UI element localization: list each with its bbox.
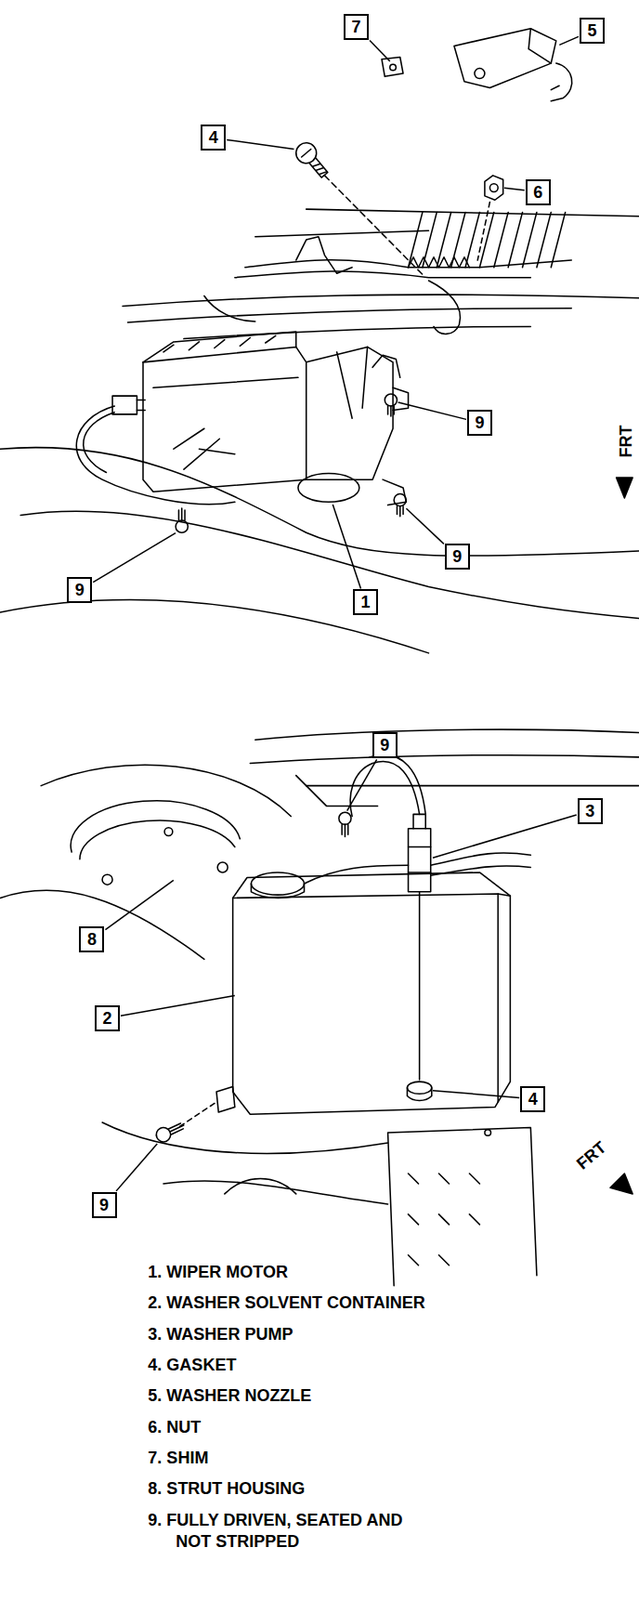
callout-number: 6 — [533, 182, 544, 202]
legend-entry: 9. FULLY DRIVEN, SEATED AND NOT STRIPPED — [147, 1509, 404, 1552]
callout-box: 1 — [352, 588, 379, 615]
callout-box: 4 — [200, 124, 226, 151]
leader-line — [120, 995, 235, 1017]
leader-line — [116, 1143, 157, 1191]
legend-entry: 5. WASHER NOZZLE — [147, 1384, 312, 1407]
callout-number: 5 — [586, 21, 598, 40]
callout-number: 9 — [379, 735, 391, 755]
callout-box: 5 — [579, 17, 605, 44]
callout-number: 9 — [474, 413, 485, 432]
legend-entry: 7. SHIM — [147, 1447, 209, 1469]
leader-line — [226, 139, 294, 149]
callout-number: 9 — [452, 547, 463, 566]
callout-box: 7 — [343, 13, 369, 40]
leader-line — [347, 758, 378, 810]
callout-number: 9 — [74, 580, 85, 600]
leader-line — [369, 40, 391, 62]
leader-line — [92, 533, 176, 583]
leader-line — [332, 504, 361, 589]
callout-box: 9 — [91, 1191, 118, 1218]
leader-line — [432, 1090, 520, 1098]
callout-number: 4 — [208, 128, 219, 147]
legend-entry: 6. NUT — [147, 1416, 201, 1438]
callout-number: 2 — [102, 1008, 113, 1028]
callout-number: 4 — [527, 1089, 538, 1109]
callout-number: 3 — [585, 801, 596, 821]
callout-box: 8 — [78, 925, 105, 952]
legend-entry: 4. GASKET — [147, 1354, 236, 1376]
callout-number: 1 — [360, 592, 371, 612]
callout-number: 8 — [86, 929, 97, 949]
leader-line — [504, 187, 525, 191]
callout-number: 9 — [99, 1195, 110, 1214]
callout-box: 3 — [577, 797, 603, 824]
front-indicator: FRT — [614, 422, 637, 459]
legend-entry: 3. WASHER PUMP — [147, 1323, 293, 1345]
callout-box: 6 — [525, 179, 551, 206]
leader-line — [398, 402, 467, 419]
front-indicator: FRT — [571, 1135, 613, 1176]
leader-line — [405, 508, 444, 544]
legend-entry: 2. WASHER SOLVENT CONTAINER — [147, 1291, 425, 1314]
leader-line — [559, 36, 579, 45]
callout-box: 9 — [467, 409, 493, 436]
leader-line — [432, 814, 577, 858]
leader-line — [104, 879, 173, 929]
legend-entry: 1. WIPER MOTOR — [147, 1261, 288, 1283]
callout-box: 4 — [520, 1085, 546, 1112]
callout-box: 9 — [372, 731, 398, 758]
callout-box: 9 — [66, 576, 92, 603]
callout-box: 2 — [94, 1004, 120, 1031]
legend-entry: 8. STRUT HOUSING — [147, 1477, 305, 1500]
callout-number: 7 — [351, 17, 362, 37]
callout-box: 9 — [444, 543, 470, 570]
